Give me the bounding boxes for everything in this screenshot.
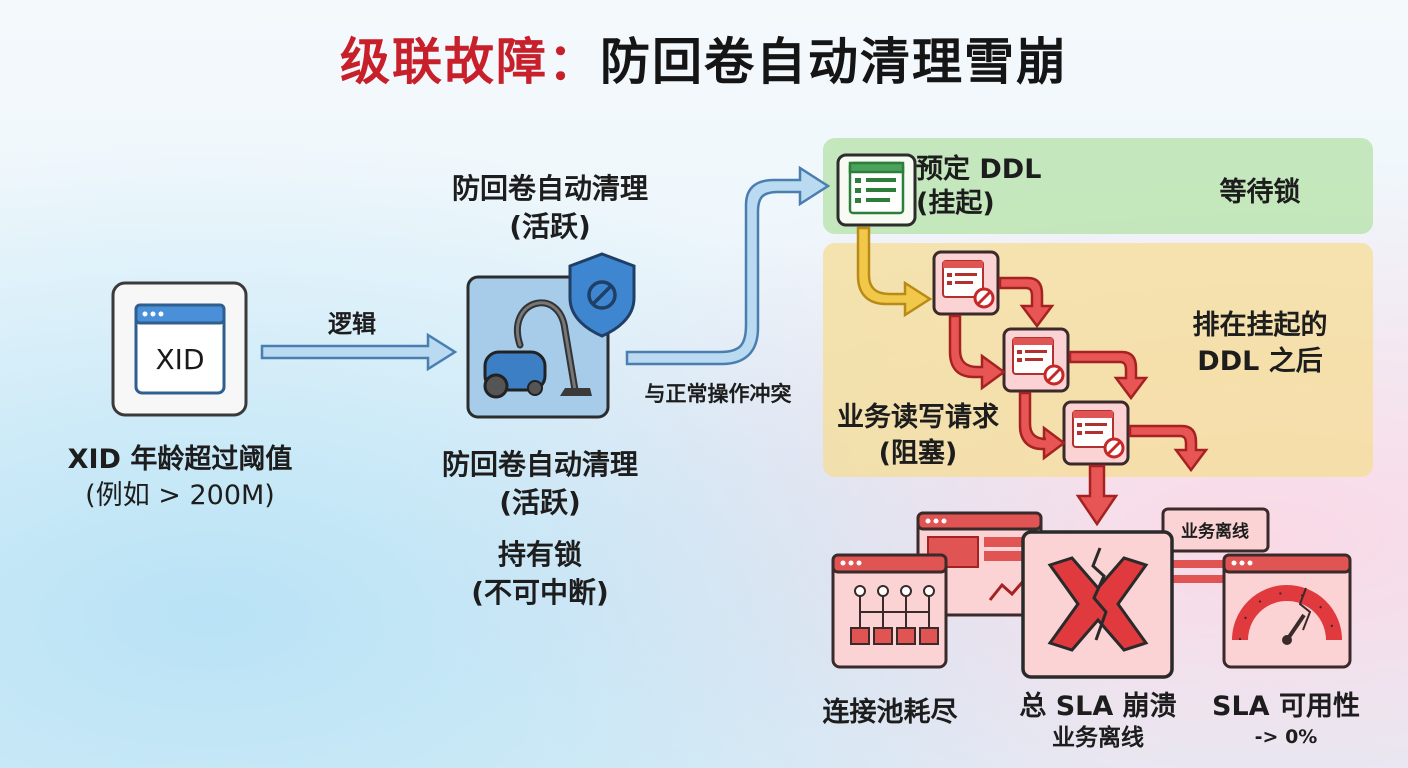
title-part1: 级联故障： <box>340 33 600 91</box>
lock-line2: (不可中断) <box>471 576 609 609</box>
sla-gauge-icon <box>1222 553 1352 669</box>
shield-blocked-icon <box>568 252 636 338</box>
availability-sub: -> 0% <box>1254 726 1318 748</box>
queue-label: 排在挂起的 DDL 之后 <box>1160 308 1360 380</box>
lock-line1: 持有锁 <box>497 538 582 571</box>
vacuum-top-label: 防回卷自动清理 (活跃) <box>400 170 700 246</box>
ddl-line1: 预定 DDL <box>916 154 1042 185</box>
vacuum-top-line2: (活跃) <box>509 210 591 243</box>
vacuum-bottom-line2: (活跃) <box>499 486 581 519</box>
red-cascade-arrows <box>948 276 1209 527</box>
sla-label: 总 SLA 崩溃 业务离线 <box>1008 690 1188 752</box>
ddl-line2: (挂起) <box>916 188 995 219</box>
availability-line1: SLA 可用性 <box>1212 691 1360 722</box>
xid-window-icon: XID <box>111 281 248 417</box>
request-icon-2 <box>1002 327 1070 393</box>
red-stripes <box>1170 560 1230 583</box>
business-line1: 业务读写请求 <box>837 402 999 433</box>
vacuum-bottom-label: 防回卷自动清理 (活跃) <box>390 446 690 522</box>
xid-box-text: XID <box>156 343 205 376</box>
ddl-document-icon <box>836 153 917 227</box>
conflict-arrow <box>625 165 831 366</box>
title-part2: 防回卷自动清理雪崩 <box>600 33 1068 91</box>
ddl-label: 预定 DDL (挂起) <box>916 153 1076 221</box>
offline-window-icon: 业务离线 <box>1161 507 1270 553</box>
wait-lock-label: 等待锁 <box>1219 177 1301 208</box>
queue-line2: DDL 之后 <box>1197 346 1323 377</box>
request-icon-3 <box>1062 400 1130 466</box>
business-line2: (阻塞) <box>878 438 958 469</box>
availability-label: SLA 可用性 -> 0% <box>1196 690 1376 750</box>
vacuum-bottom-line1: 防回卷自动清理 <box>441 448 638 481</box>
connection-pool-icon <box>831 553 948 669</box>
xid-label-line1: XID 年龄超过阈值 <box>67 444 293 475</box>
page-title: 级联故障：防回卷自动清理雪崩 <box>0 22 1408 94</box>
lock-label: 持有锁 (不可中断) <box>390 536 690 612</box>
xid-label-line2: (例如 > 200M) <box>85 480 275 511</box>
collapse-x-icon <box>1021 530 1174 679</box>
business-label: 业务读写请求 (阻塞) <box>818 400 1018 472</box>
logic-arrow <box>260 332 458 372</box>
sla-sub: 业务离线 <box>1052 725 1144 751</box>
request-icon-1 <box>932 250 1000 316</box>
yellow-queue-arrow <box>856 226 933 318</box>
sla-line1: 总 SLA 崩溃 <box>1019 691 1177 722</box>
queue-line1: 排在挂起的 <box>1192 310 1328 341</box>
logic-label: 逻辑 <box>328 310 376 338</box>
pool-label: 连接池耗尽 <box>822 697 958 728</box>
conflict-label: 与正常操作冲突 <box>645 382 792 406</box>
xid-label: XID 年龄超过阈值 (例如 > 200M) <box>40 442 320 514</box>
offline-tag: 业务离线 <box>1181 521 1249 542</box>
vacuum-top-line1: 防回卷自动清理 <box>451 172 648 205</box>
